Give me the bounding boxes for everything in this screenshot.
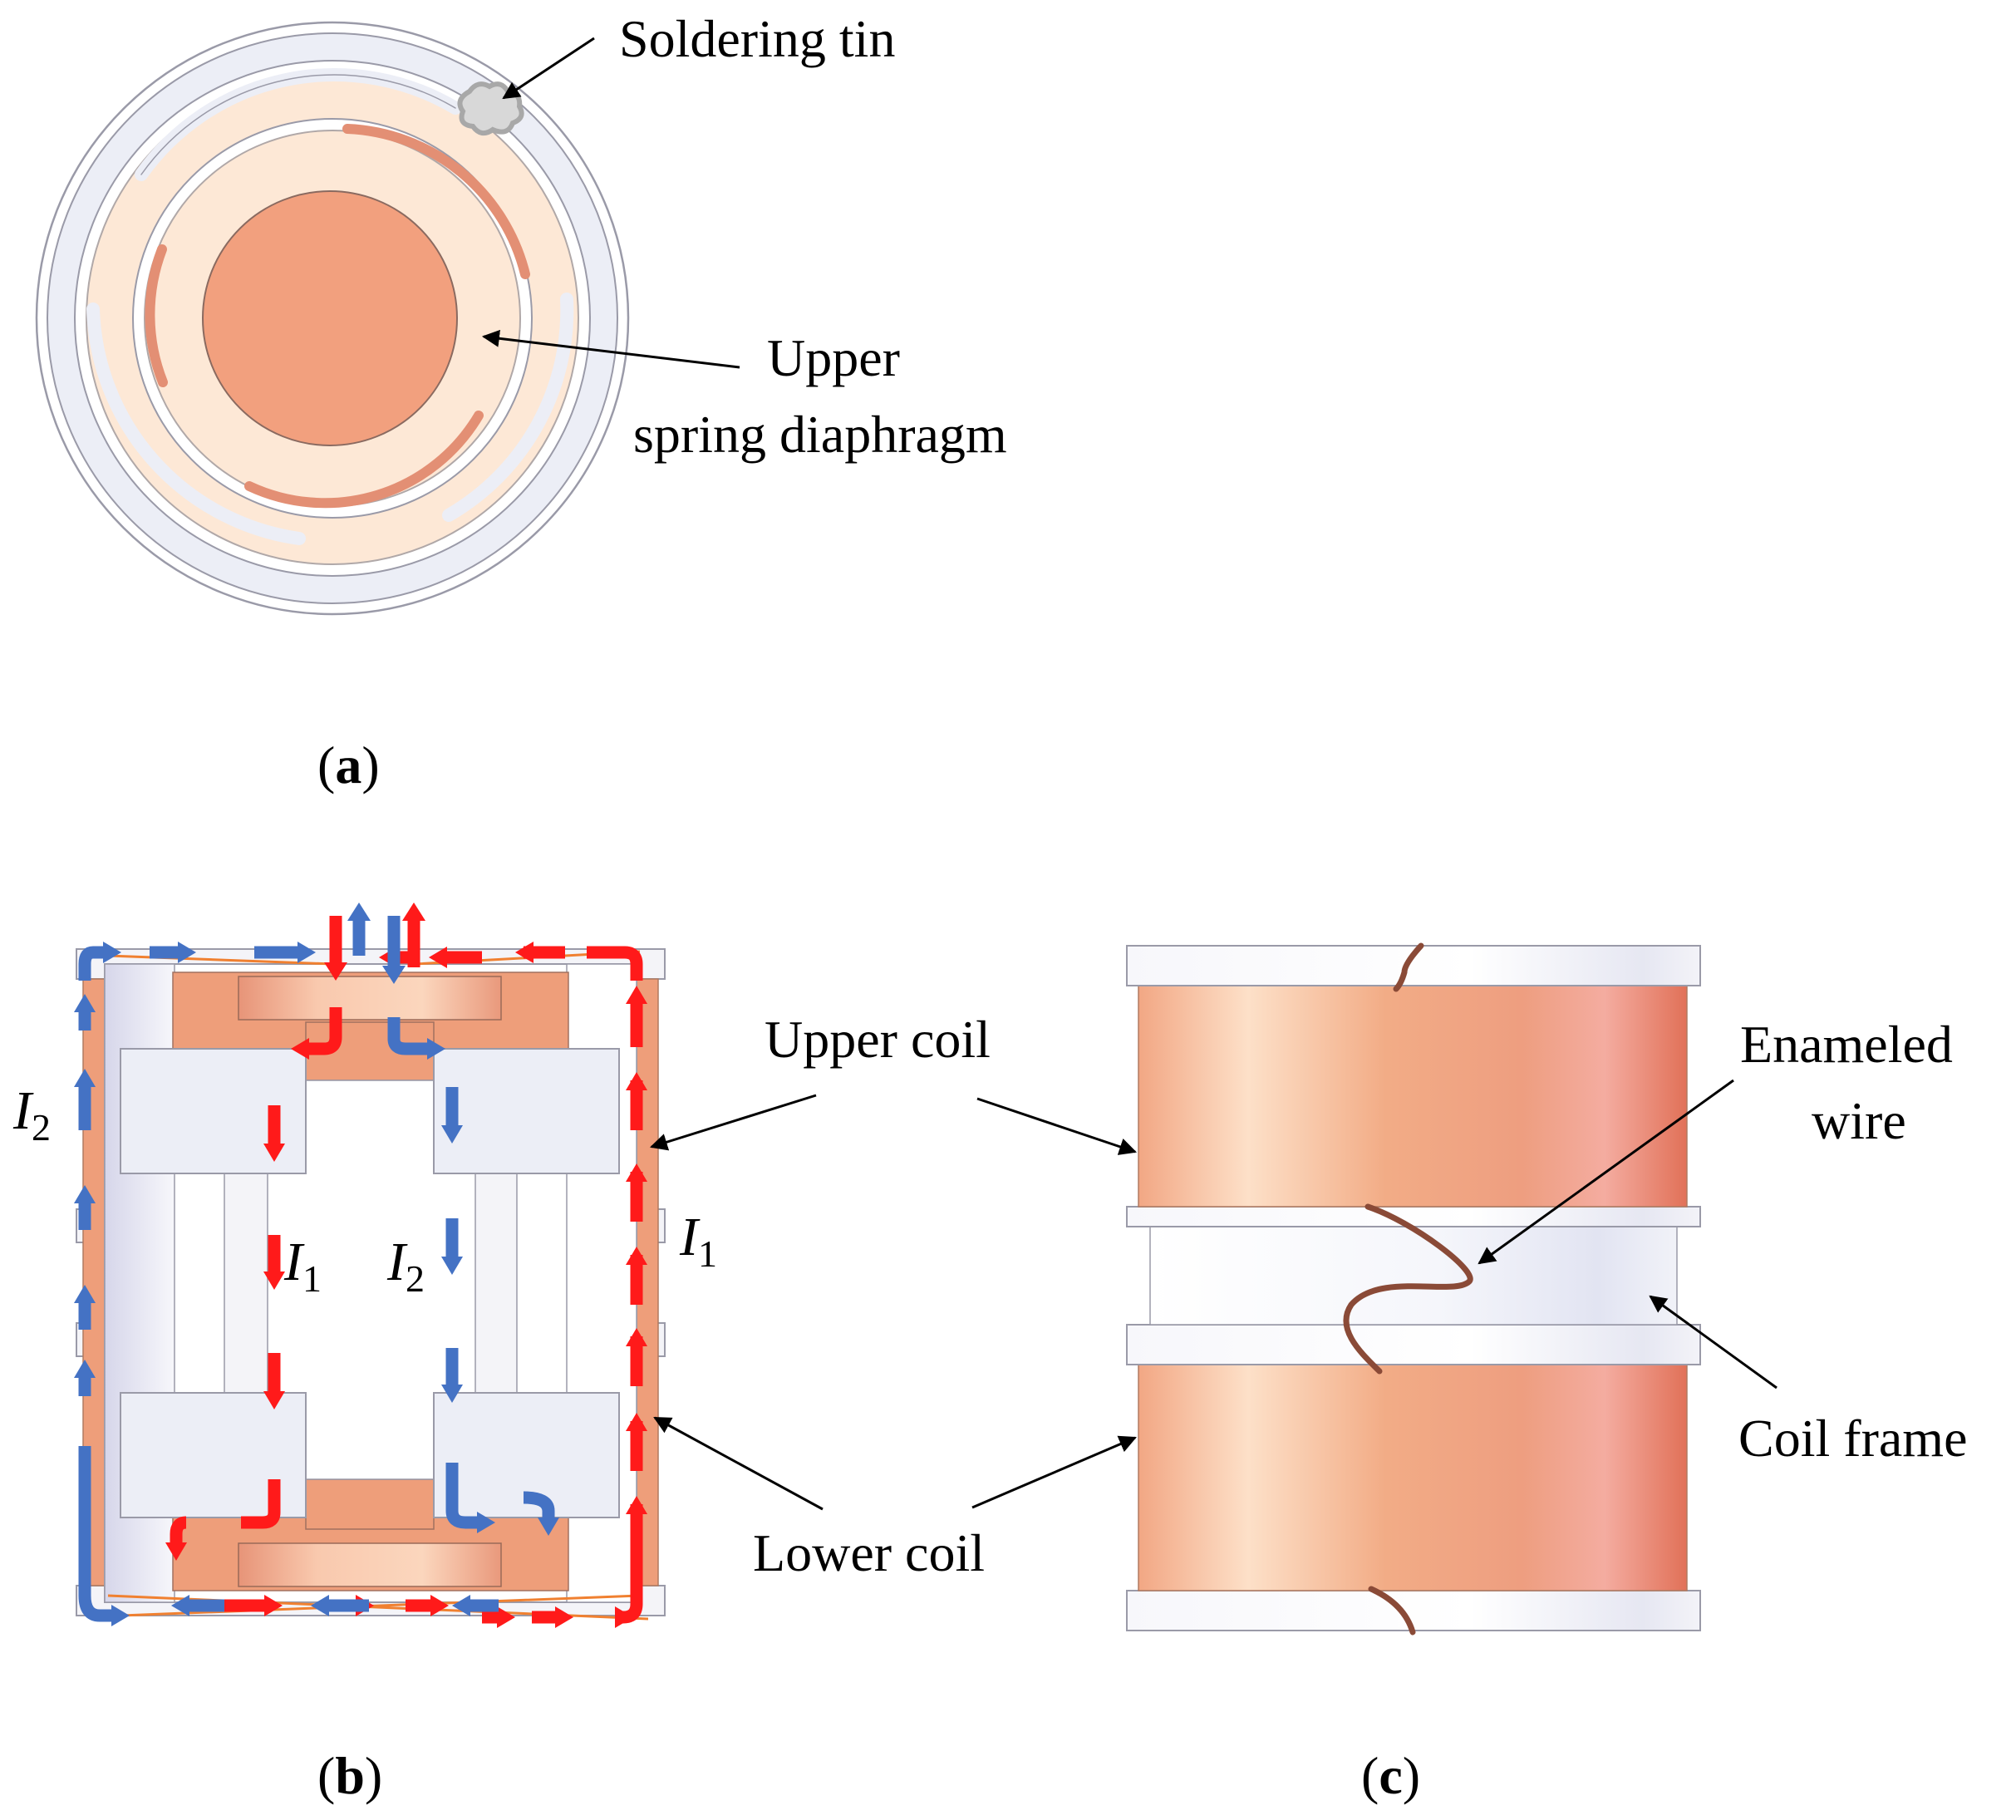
current-label-i1-inner: I1 xyxy=(283,1232,322,1300)
caption-c: (c) xyxy=(1361,1746,1420,1805)
pole-block-ur xyxy=(433,1048,620,1174)
lower-coil-arrow-b xyxy=(653,1416,824,1511)
current-arrowheads-i1 xyxy=(165,903,647,1628)
panel-c: Enameled wire Coil frame (c) xyxy=(971,942,1967,1805)
coil-frame-gap xyxy=(1149,1222,1678,1326)
coil-frame-arrow xyxy=(1649,1295,1778,1390)
enameled-wire-label-line2: wire xyxy=(1812,1091,1906,1150)
enameled-wire-mid xyxy=(1343,1203,1473,1375)
upper-spring-diaphragm xyxy=(35,21,630,616)
flange-bottom xyxy=(1126,1590,1701,1631)
coil-frame-label: Coil frame xyxy=(1738,1409,1967,1468)
diaphragm-arrow xyxy=(481,329,740,369)
upper-coil-body xyxy=(1138,985,1688,1208)
panel-b: I2 I1 I2 I1 Upper coil Lower coil (b) xyxy=(12,903,991,1805)
lower-coil-arrow-c xyxy=(971,1435,1137,1509)
panel-a: Soldering tin Upper spring diaphragm (a) xyxy=(35,9,1007,794)
flange-upper-mid xyxy=(1126,1206,1701,1227)
enameled-wire-top xyxy=(1393,942,1424,992)
current-label-i1-right: I1 xyxy=(679,1207,717,1275)
upper-coil-arrow-c xyxy=(976,1097,1137,1155)
enameled-wire-bottom xyxy=(1368,1586,1416,1636)
lower-coil-label: Lower coil xyxy=(753,1523,985,1582)
diaphragm-label-line1: Upper xyxy=(767,328,900,387)
current-arrowheads-i2 xyxy=(74,903,559,1626)
upper-coil-label: Upper coil xyxy=(765,1010,991,1069)
diaphragm-label-line2: spring diaphragm xyxy=(633,405,1007,464)
enameled-wire-label-line1: Enameled xyxy=(1740,1015,1953,1074)
flange-lower-mid xyxy=(1126,1324,1701,1365)
current-label-i2-inner: I2 xyxy=(386,1232,425,1300)
soldering-tin-label: Soldering tin xyxy=(619,9,895,68)
caption-b: (b) xyxy=(317,1746,382,1805)
lower-coil-body xyxy=(1138,1364,1688,1591)
enameled-wire-arrow xyxy=(1478,1079,1734,1265)
current-label-i2-left: I2 xyxy=(12,1080,51,1149)
upper-coil-arrow-b xyxy=(649,1094,817,1151)
caption-a: (a) xyxy=(317,735,380,794)
soldering-tin-arrow xyxy=(502,37,595,100)
